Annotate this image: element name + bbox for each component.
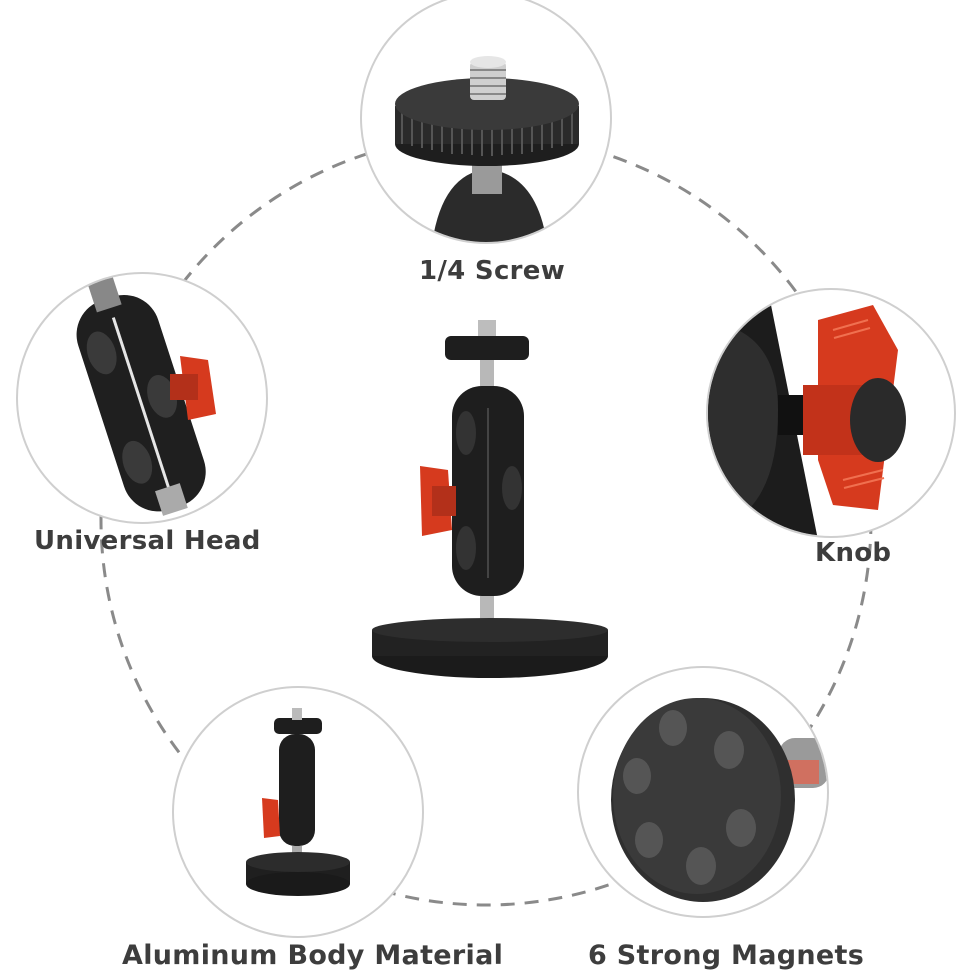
knob-icon [708,290,906,536]
magnets-detail-bubble [577,666,829,918]
main-product-image [370,318,610,683]
feature-label-knob: Knob [815,538,892,568]
feature-label-aluminum-body: Aluminum Body Material [122,940,504,971]
aluminum-body-icon [246,708,350,896]
feature-label-universal-head: Universal Head [34,526,261,556]
universal-head-icon [76,275,216,516]
screw-detail-bubble [360,0,612,244]
feature-label-screw: 1/4 Screw [419,256,566,286]
magnets-icon [611,698,827,902]
aluminum-body-detail-bubble [172,686,424,938]
knob-detail-bubble [706,288,956,538]
feature-label-magnets: 6 Strong Magnets [588,940,865,971]
screw-icon [395,56,579,242]
universal-head-detail-bubble [16,272,268,524]
magnetic-mount-icon [372,320,608,678]
